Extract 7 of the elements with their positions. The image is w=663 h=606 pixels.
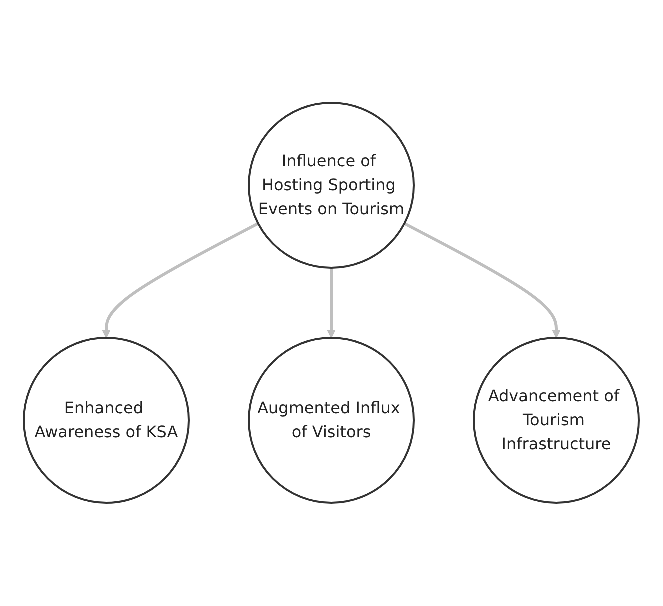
node-circle: Augmented Influx of Visitors <box>248 337 415 504</box>
arrow <box>327 268 336 338</box>
arrow <box>404 222 561 338</box>
node-circle: Advancement of Tourism Infrastructure <box>473 337 640 504</box>
arrow <box>102 222 260 338</box>
node-circle: Influence of Hosting Sporting Events on Tourism <box>248 102 415 269</box>
node-circle: Enhanced Awareness of KSA <box>23 337 190 504</box>
